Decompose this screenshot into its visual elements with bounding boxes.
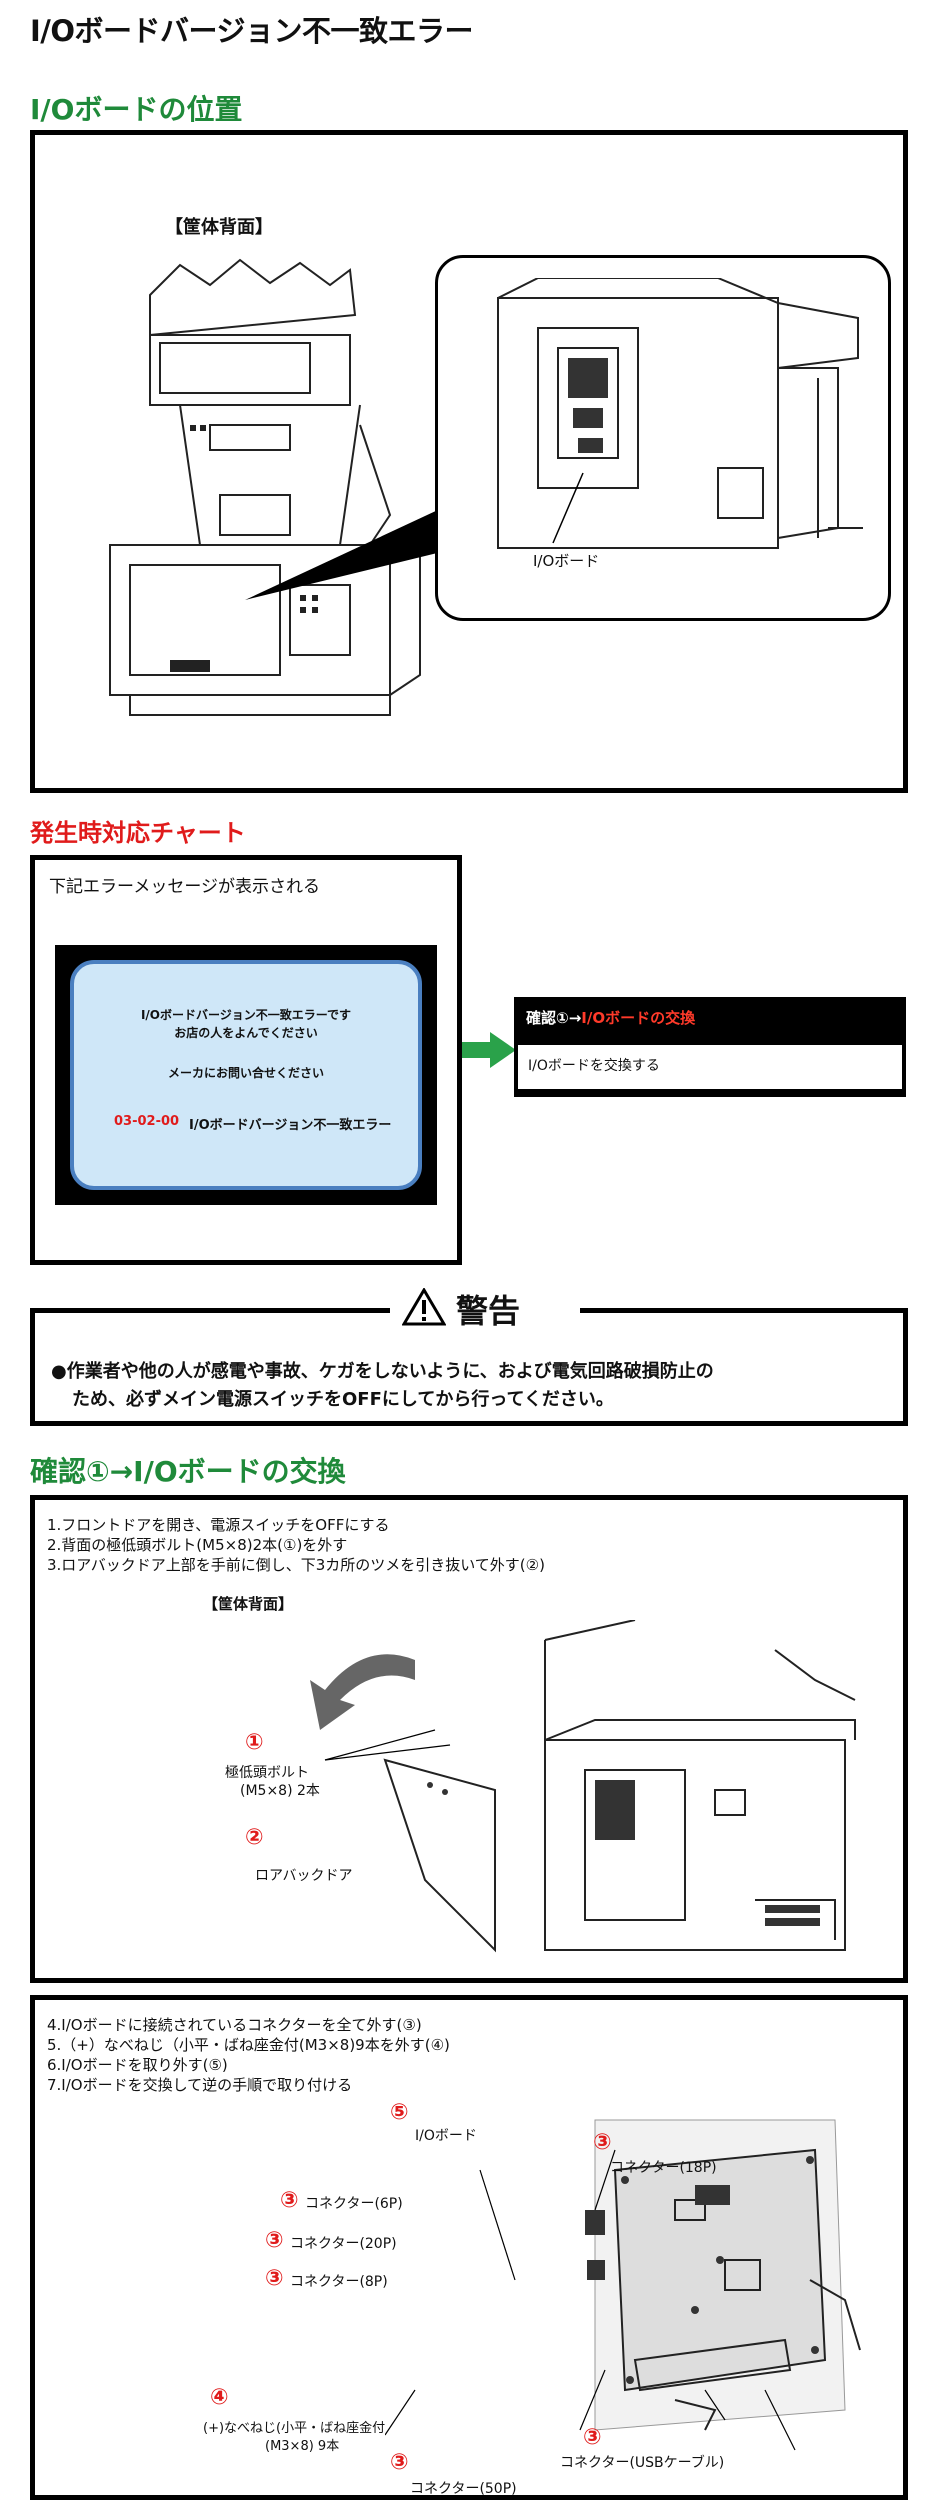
section-title-chart: 発生時対応チャート <box>30 819 246 847</box>
screen-line-1: I/Oボードバージョン不一致エラーです <box>140 1008 352 1022</box>
section-title-position: I/Oボードの位置 <box>30 93 243 126</box>
marker-3-50p: ③ <box>390 2450 409 2475</box>
step-5: 5.（+）なべねじ（小平・ばね座金付(M3×8)9本を外す(④) <box>47 2036 450 2054</box>
error-screen-bezel: I/Oボードバージョン不一致エラーです お店の人をよんでください メーカにお問い… <box>55 945 437 1205</box>
step-6: 6.I/Oボードを取り外す(⑤) <box>47 2056 228 2074</box>
marker-3-8p: ③ <box>265 2266 284 2291</box>
action-title: 確認①→I/Oボードの交換 <box>526 1007 695 1028</box>
step-2: 2.背面の極低頭ボルト(M5×8)2本(①)を外す <box>47 1536 348 1554</box>
action-body-panel: I/Oボードを交換する <box>518 1045 902 1089</box>
error-name: I/Oボードバージョン不一致エラー <box>189 1118 392 1133</box>
warning-header: 警告 <box>390 1284 580 1330</box>
error-message-box: 下記エラーメッセージが表示される I/Oボードバージョン不一致エラーです お店の… <box>30 855 462 1265</box>
warning-line-2: ため、必ずメイン電源スイッチをOFFにしてから行ってください。 <box>72 1389 614 1410</box>
cabinet-back-label-2: 【筐体背面】 <box>203 1595 294 1613</box>
connector-20p-label: コネクター(20P) <box>290 2236 397 2252</box>
error-message-label: 下記エラーメッセージが表示される <box>49 877 320 897</box>
action-box: 確認①→I/Oボードの交換 I/Oボードを交換する <box>514 997 906 1097</box>
cabinet-back-label: 【筐体背面】 <box>165 217 273 238</box>
marker-1: ① <box>245 1730 264 1755</box>
screw-label-2: (M3×8) 9本 <box>265 2439 340 2454</box>
steps-4-7-box: 4.I/Oボードに接続されているコネクターを全て外す(③) 5.（+）なべねじ（… <box>30 1995 908 2500</box>
marker-3-18p: ③ <box>593 2130 612 2155</box>
io-board-illustration <box>585 2119 861 2431</box>
screen-line-2: お店の人をよんでください <box>174 1026 318 1040</box>
step-1: 1.フロントドアを開き、電源スイッチをOFFにする <box>47 1516 390 1534</box>
connector-8p-label: コネクター(8P) <box>290 2274 388 2290</box>
error-code: 03-02-00 <box>114 1114 180 1129</box>
lower-back-door-illustration <box>310 1620 856 1953</box>
screen-line-3: メーカにお問い合せください <box>167 1066 324 1080</box>
screw-label-1: (+)なべねじ(小平・ばね座金付 <box>203 2421 386 2436</box>
connector-50p-label: コネクター(50P) <box>410 2481 517 2497</box>
zoom-callout: I/Oボード <box>435 255 891 621</box>
marker-5: ⑤ <box>390 2100 409 2125</box>
warning-title: 警告 <box>456 1292 521 1330</box>
action-body: I/Oボードを交換する <box>528 1058 660 1074</box>
bolt-pointer-lines <box>324 1729 451 1761</box>
step-7: 7.I/Oボードを交換して逆の手順で取り付ける <box>47 2076 353 2094</box>
action-title-prefix: 確認①→ <box>526 1009 582 1027</box>
bolt-label-1: 極低頭ボルト <box>225 1765 309 1781</box>
io-board-label-2: I/Oボード <box>415 2128 477 2144</box>
steps-1-3-box: 1.フロントドアを開き、電源スイッチをOFFにする 2.背面の極低頭ボルト(M5… <box>30 1495 908 1983</box>
io-board-label: I/Oボード <box>533 552 600 570</box>
error-screen: I/Oボードバージョン不一致エラーです お店の人をよんでください メーカにお問い… <box>70 960 422 1190</box>
zoom-illustration <box>497 278 863 549</box>
marker-2: ② <box>245 1825 264 1850</box>
page-title: I/Oボードバージョン不一致エラー <box>30 14 473 48</box>
bolt-label-2: (M5×8) 2本 <box>240 1783 320 1799</box>
io-board-position-figure: 【筐体背面】 <box>30 130 908 793</box>
marker-3-6p: ③ <box>280 2188 299 2213</box>
warning-triangle-icon <box>402 1288 446 1326</box>
marker-3-20p: ③ <box>265 2228 284 2253</box>
marker-3-usb: ③ <box>583 2425 602 2450</box>
flow-arrow-icon <box>462 1032 516 1068</box>
step-3: 3.ロアバックドア上部を手前に倒し、下3カ所のツメを引き抜いて外す(②) <box>47 1556 545 1574</box>
action-title-main: I/Oボードの交換 <box>581 1009 696 1027</box>
zoom-pointer <box>245 495 470 600</box>
section-title-replace: 確認①→I/Oボードの交換 <box>30 1455 346 1488</box>
step-4: 4.I/Oボードに接続されているコネクターを全て外す(③) <box>47 2016 422 2034</box>
marker-4: ④ <box>210 2385 229 2410</box>
connector-6p-label: コネクター(6P) <box>305 2196 403 2212</box>
connector-pointer-lines <box>385 2149 796 2451</box>
warning-line-1: ●作業者や他の人が感電や事故、ケガをしないように、および電気回路破損防止の <box>51 1361 714 1382</box>
connector-usb-label: コネクター(USBケーブル) <box>560 2455 725 2471</box>
connector-18p-label: コネクター(18P) <box>610 2160 717 2176</box>
door-label: ロアバックドア <box>255 1868 353 1884</box>
